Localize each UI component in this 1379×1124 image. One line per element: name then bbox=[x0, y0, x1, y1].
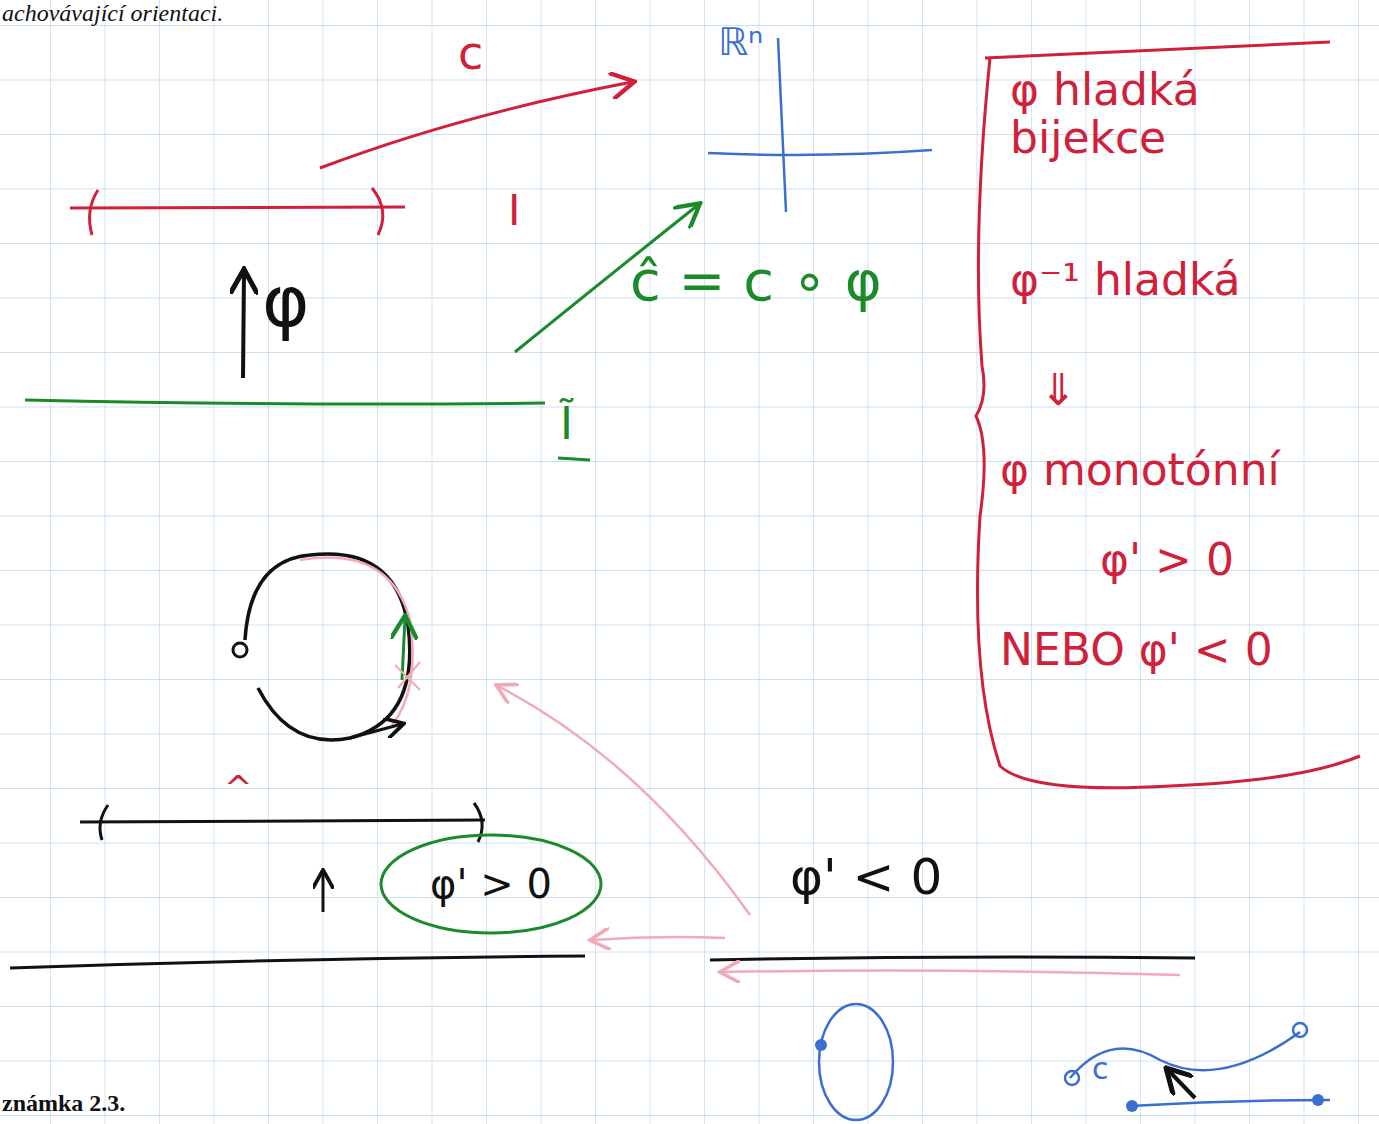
map-arrow bbox=[1168, 1070, 1195, 1098]
note-text: NEBO φ' < 0 bbox=[1000, 626, 1350, 674]
page-heading: známka 2.3. bbox=[2, 1090, 125, 1116]
note-text: φ' > 0 bbox=[378, 862, 604, 906]
orientation-arrow bbox=[402, 618, 405, 680]
orientation-mark: ^ bbox=[224, 770, 253, 807]
math-symbol: c bbox=[458, 28, 483, 79]
math-formula: ĉ = c ∘ φ bbox=[630, 250, 882, 312]
map-arrow bbox=[243, 272, 244, 378]
page-text: achovávající orientaci. bbox=[2, 0, 223, 26]
underline bbox=[558, 458, 590, 460]
cross-mark bbox=[395, 662, 420, 690]
reversed-orientation bbox=[722, 971, 1180, 975]
map-arrow bbox=[322, 872, 325, 912]
curve-point bbox=[815, 1039, 827, 1051]
condition-bracket: φ hladká bijekce φ⁻¹ hladká ⇓ φ monotónní φ'… bbox=[970, 36, 1365, 806]
orientation-mark bbox=[300, 558, 413, 726]
interval-end bbox=[1312, 1094, 1324, 1106]
curve-point bbox=[233, 643, 247, 657]
math-symbol: Ĩ bbox=[560, 400, 573, 448]
interval bbox=[25, 400, 545, 404]
curve-end bbox=[1065, 1071, 1079, 1085]
map-arrow bbox=[320, 82, 632, 168]
note-text: φ hladká bijekce bbox=[1010, 66, 1290, 163]
math-symbol: ℝⁿ bbox=[718, 22, 763, 64]
interval bbox=[10, 956, 585, 968]
note-text: φ monotónní bbox=[1000, 446, 1350, 494]
interval bbox=[1130, 1100, 1330, 1106]
math-symbol: I bbox=[508, 188, 520, 234]
interval-end bbox=[372, 188, 383, 235]
math-symbol: φ bbox=[262, 262, 310, 341]
note-text: φ' > 0 bbox=[1100, 536, 1340, 584]
bracket-outline bbox=[976, 42, 1360, 788]
note-text: ⇓ bbox=[1040, 366, 1120, 414]
curve-end bbox=[1293, 1023, 1307, 1037]
interval bbox=[80, 820, 485, 822]
interval-end bbox=[90, 190, 98, 235]
circled-condition: φ' > 0 bbox=[378, 832, 604, 936]
interval bbox=[70, 207, 405, 208]
closed-curve bbox=[819, 1004, 893, 1120]
closed-curve bbox=[245, 554, 410, 740]
axis bbox=[708, 150, 932, 155]
interval bbox=[710, 957, 1195, 960]
axis bbox=[778, 38, 786, 212]
interval-end bbox=[100, 805, 108, 840]
orientation-arrow bbox=[350, 724, 402, 738]
note-text: φ⁻¹ hladká bbox=[1010, 256, 1340, 304]
interval-end bbox=[1126, 1100, 1138, 1112]
math-formula: φ' < 0 bbox=[790, 850, 942, 905]
math-symbol: c bbox=[1092, 1052, 1109, 1085]
pointer-arrow bbox=[592, 937, 725, 940]
